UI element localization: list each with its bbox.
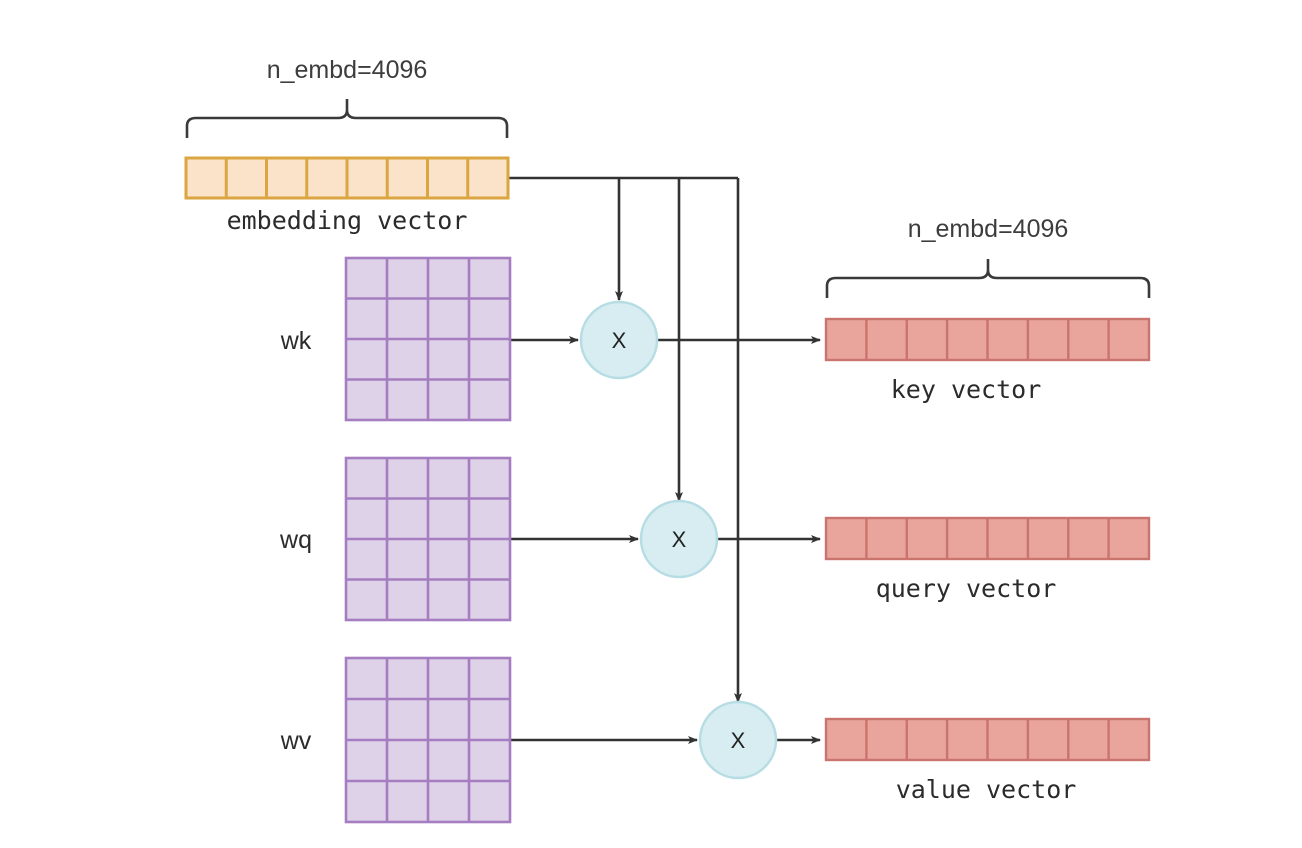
key-vector-caption: key vector (891, 375, 1042, 404)
embedding-brace (185, 109, 509, 138)
value-vector-caption: value vector (896, 775, 1077, 804)
matrix-wq-label: wq (279, 526, 312, 554)
query-vector (824, 516, 1151, 561)
matrix-wq-grid (344, 456, 512, 622)
op-q-circle (639, 499, 719, 579)
op-k-circle (579, 300, 659, 380)
matrix-wk-grid (344, 256, 512, 422)
key-brace (825, 269, 1151, 298)
operator-node-value: X (698, 700, 778, 780)
embedding-vector (184, 156, 510, 200)
op-v-label: X (731, 728, 746, 753)
key-vector-dividers (865, 319, 1110, 360)
op-q-label: X (672, 527, 687, 552)
matrix-wk (344, 256, 512, 422)
value-vector-dividers (865, 719, 1110, 760)
connector-lines (508, 176, 821, 744)
op-k-label: X (612, 328, 627, 353)
query-vector-caption: query vector (876, 574, 1057, 603)
value-vector (824, 717, 1151, 762)
matrix-wv (344, 656, 512, 824)
embedding-vector-dividers (224, 158, 470, 198)
key-nembd-label: n_embd=4096 (908, 215, 1069, 243)
matrix-wv-grid (344, 656, 512, 824)
matrix-wk-label: wk (280, 327, 312, 355)
query-vector-dividers (865, 518, 1110, 559)
operator-node-query: X (639, 499, 719, 579)
embedding-vector-caption: embedding vector (227, 206, 468, 235)
op-v-circle (698, 700, 778, 780)
matrix-wq (344, 456, 512, 622)
matrix-wv-label: wv (280, 727, 312, 755)
key-vector (824, 317, 1151, 362)
embedding-nembd-label: n_embd=4096 (267, 56, 428, 84)
operator-node-key: X (579, 300, 659, 380)
